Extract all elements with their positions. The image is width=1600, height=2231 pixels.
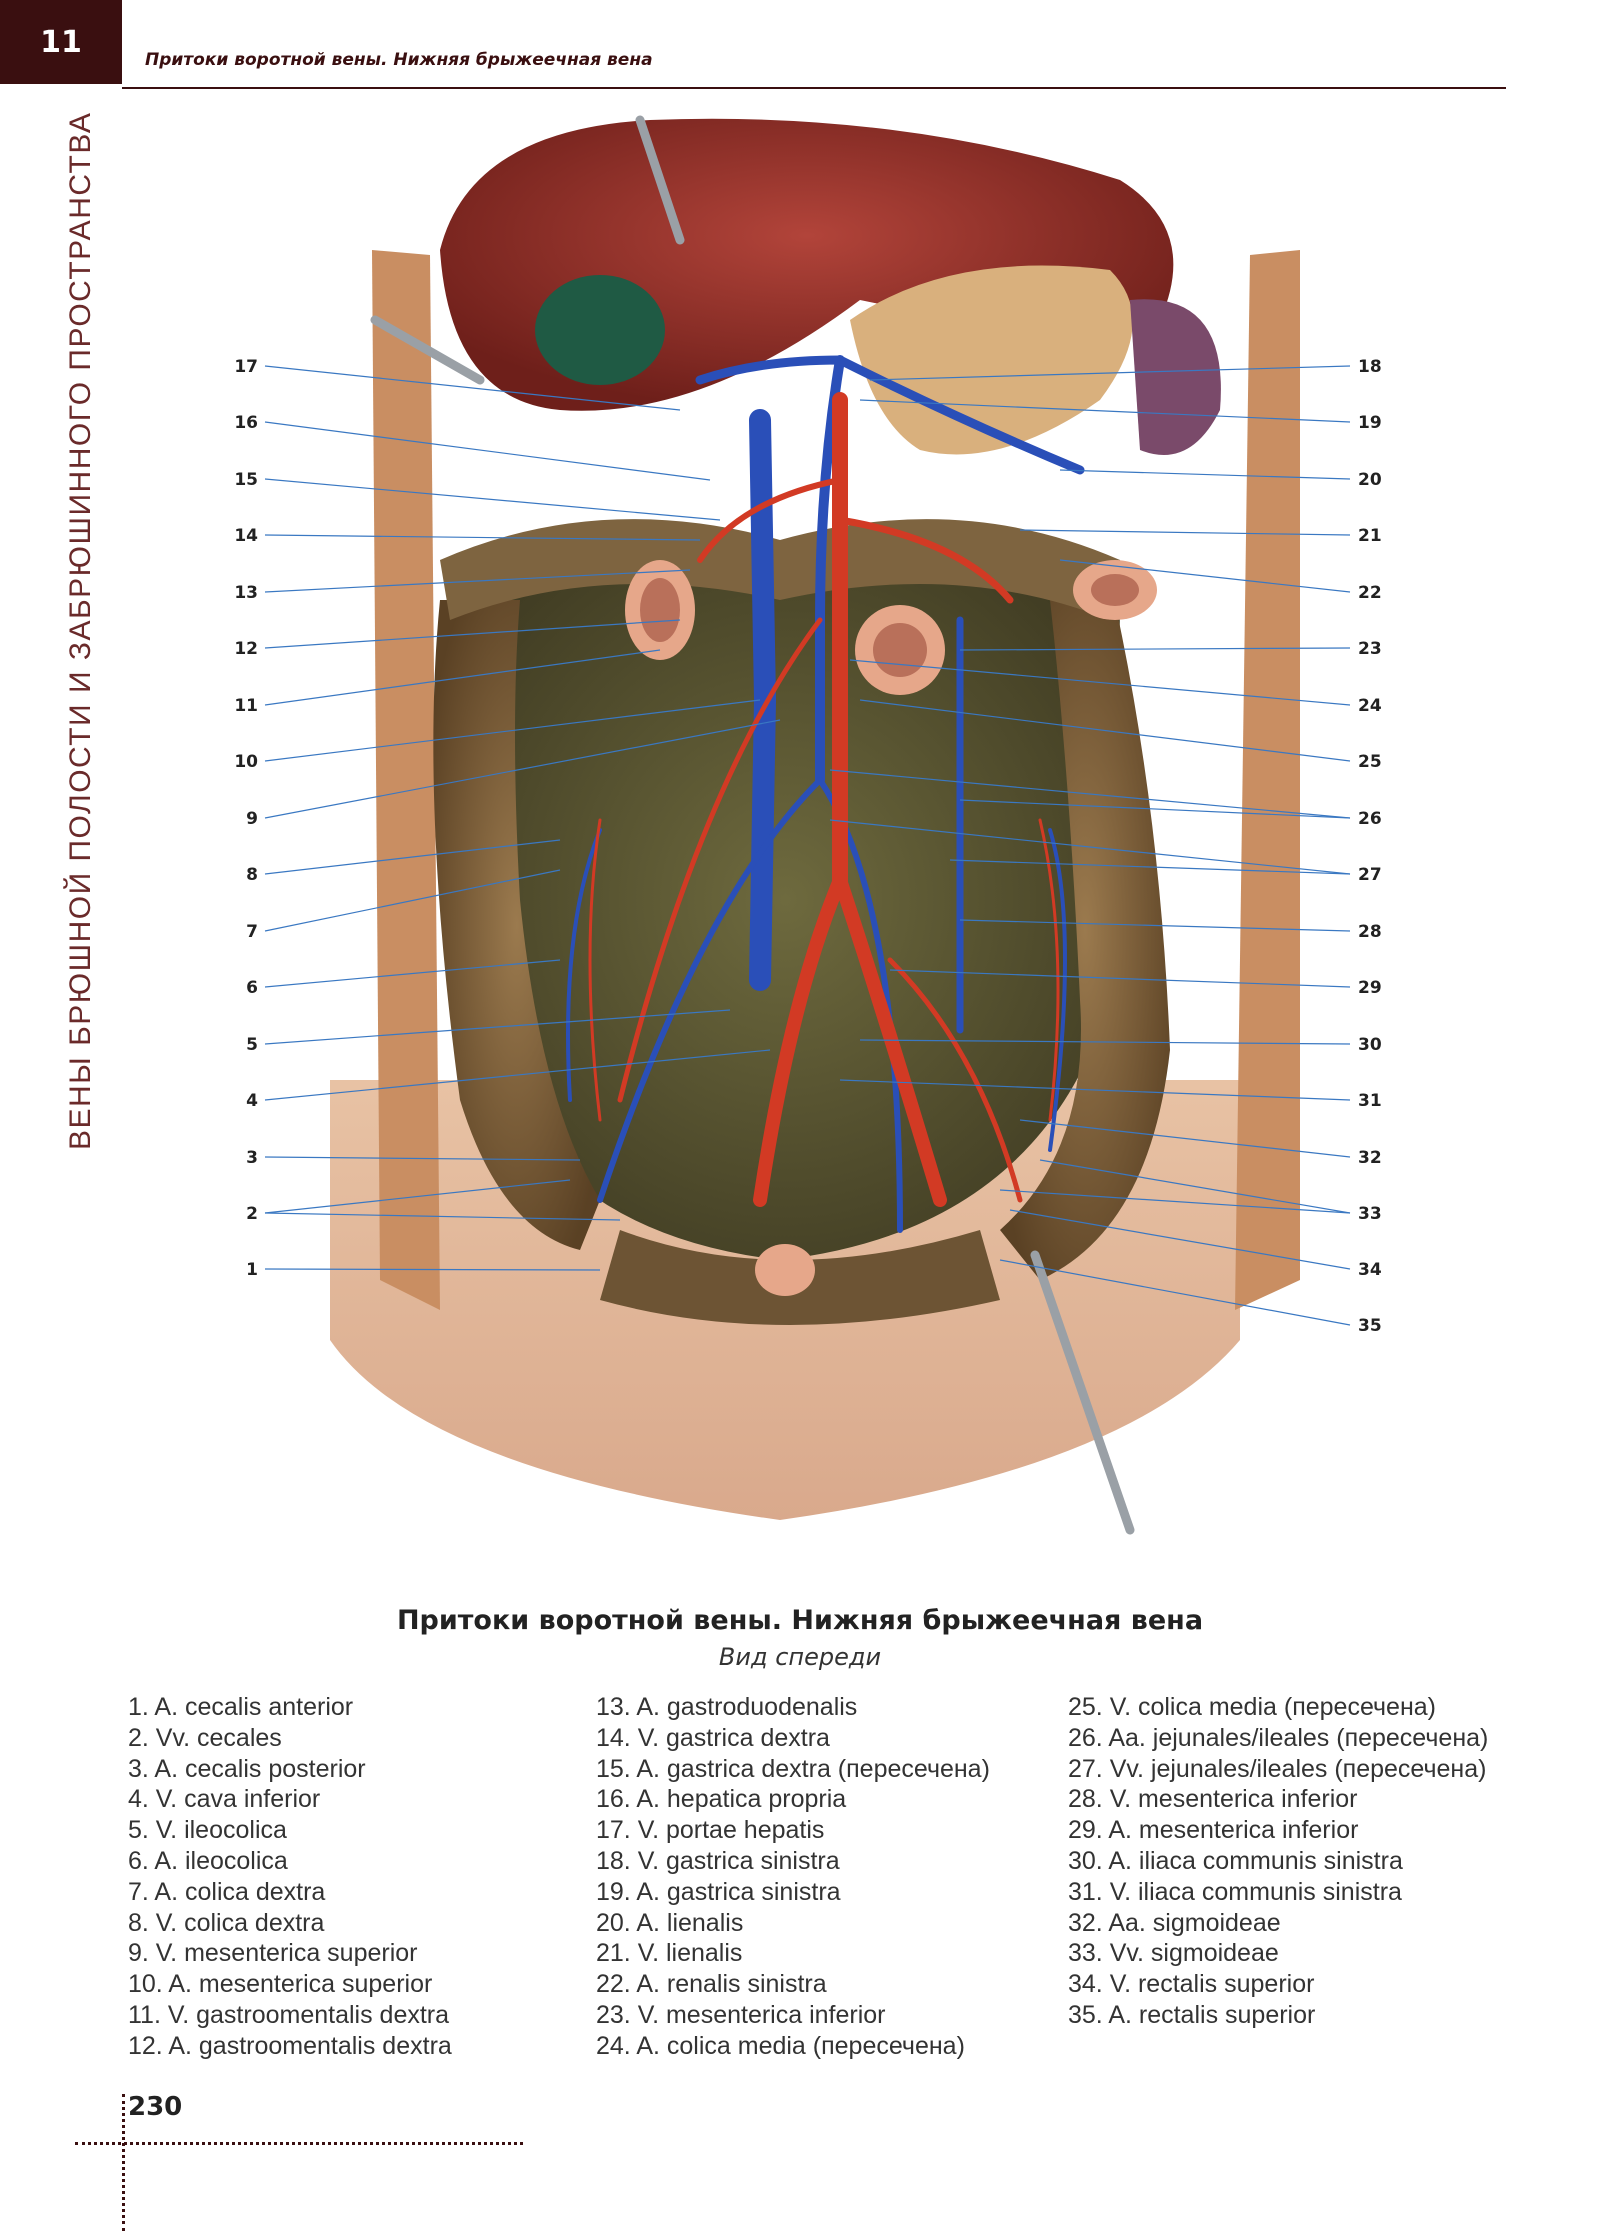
- legend-item: 19. A. gastrica sinistra: [596, 1877, 841, 1906]
- legend-item: 24. A. colica media (пересечена): [596, 2031, 965, 2060]
- callout-20: 20: [1358, 470, 1382, 490]
- callout-23: 23: [1358, 639, 1382, 659]
- legend-item: 8. V. colica dextra: [128, 1908, 325, 1937]
- legend-item: 33. Vv. sigmoideae: [1068, 1939, 1279, 1968]
- callout-8: 8: [246, 865, 258, 885]
- abdominal-wall-left: [372, 250, 440, 1310]
- ascending-colon: [433, 600, 600, 1250]
- callout-24: 24: [1358, 696, 1382, 716]
- stomach: [850, 265, 1133, 455]
- legend-item: 20. A. lienalis: [596, 1908, 744, 1937]
- legend-item: 4. V. cava inferior: [128, 1785, 321, 1814]
- retractor-instruments: [370, 115, 1135, 1535]
- callout-32: 32: [1358, 1148, 1382, 1168]
- legend-column-2: 13. A. gastroduodenalis 14. V. gastrica …: [596, 1692, 990, 2062]
- callout-34: 34: [1358, 1260, 1382, 1280]
- spleen: [1130, 299, 1221, 455]
- callout-3: 3: [246, 1148, 258, 1168]
- legend-item: 6. A. ileocolica: [128, 1846, 288, 1875]
- callout-28: 28: [1358, 922, 1382, 942]
- legend-column-3: 25. V. colica media (пересечена) 26. Aa.…: [1068, 1692, 1488, 2031]
- callout-labels-left: 17 16 15 14 13 12 11 10 9 8 7 6 5 4 3 2 …: [234, 357, 258, 1280]
- legend-item: 11. V. gastroomentalis dextra: [128, 2000, 450, 2029]
- callout-16: 16: [234, 413, 258, 433]
- callout-18: 18: [1358, 357, 1382, 377]
- callout-13: 13: [234, 583, 258, 603]
- transverse-colon: [440, 519, 1120, 620]
- callout-21: 21: [1358, 526, 1382, 546]
- abdominal-wall-right: [1235, 250, 1300, 1310]
- legend-item: 26. Aa. jejunales/ileales (пересечена): [1068, 1723, 1489, 1752]
- callout-2: 2: [246, 1204, 258, 1224]
- callout-30: 30: [1358, 1035, 1382, 1055]
- callout-12: 12: [234, 639, 258, 659]
- legend-item: 7. A. colica dextra: [128, 1877, 326, 1906]
- callout-15: 15: [234, 470, 258, 490]
- callout-26: 26: [1358, 809, 1382, 829]
- callout-29: 29: [1358, 978, 1382, 998]
- figure-caption: Притоки воротной вены. Нижняя брыжеечная…: [396, 1605, 1204, 1636]
- callout-1: 1: [246, 1260, 258, 1280]
- footer-dotted-margin: [122, 2094, 125, 2231]
- chapter-number: 11: [0, 0, 122, 84]
- callout-labels-right: 18 19 20 21 22 23 24 25 26 27 28 29 30 3…: [1358, 357, 1382, 1336]
- legend-item: 22. A. renalis sinistra: [596, 1970, 827, 1999]
- callout-25: 25: [1358, 752, 1382, 772]
- legend-item: 15. A. gastrica dextra (пересечена): [596, 1754, 990, 1783]
- callout-17: 17: [234, 357, 258, 377]
- leader-lines-left: [264, 365, 781, 1271]
- legend-item: 13. A. gastroduodenalis: [596, 1693, 858, 1721]
- running-header-title: Притоки воротной вены. Нижняя брыжеечная…: [145, 50, 653, 70]
- legend-item: 32. Aa. sigmoideae: [1068, 1908, 1281, 1937]
- callout-5: 5: [246, 1035, 258, 1055]
- anatomy-illustration: 17 16 15 14 13 12 11 10 9 8 7 6 5 4 3 2 …: [234, 115, 1382, 1535]
- legend-item: 9. V. mesenterica superior: [128, 1939, 418, 1968]
- page-number: 230: [128, 2092, 183, 2122]
- legend-item: 21. V. lienalis: [596, 1939, 743, 1968]
- callout-14: 14: [234, 526, 258, 546]
- callout-31: 31: [1358, 1091, 1382, 1111]
- legend-item: 16. A. hepatica propria: [596, 1785, 847, 1814]
- veins: [566, 355, 1085, 1233]
- legend-item: 12. A. gastroomentalis dextra: [128, 2031, 452, 2060]
- callout-19: 19: [1358, 413, 1382, 433]
- legend-item: 28. V. mesenterica inferior: [1068, 1785, 1358, 1814]
- legend-item: 30. A. iliaca communis sinistra: [1068, 1846, 1403, 1875]
- legend-item: 29. A. mesenterica inferior: [1068, 1816, 1359, 1845]
- callout-6: 6: [246, 978, 258, 998]
- legend-item: 3. A. cecalis posterior: [128, 1754, 366, 1783]
- legend-item: 25. V. colica media (пересечена): [1068, 1693, 1436, 1721]
- legend-item: 31. V. iliaca communis sinistra: [1068, 1877, 1402, 1906]
- legend-item: 14. V. gastrica dextra: [596, 1723, 830, 1752]
- legend-item: 34. V. rectalis superior: [1068, 1970, 1315, 1999]
- legend-column-1: 1. A. cecalis anterior 2. Vv. cecales 3.…: [128, 1692, 452, 2062]
- callout-33: 33: [1358, 1204, 1382, 1224]
- figure-subcaption: Вид спереди: [718, 1643, 882, 1671]
- legend-item: 18. V. gastrica sinistra: [596, 1846, 840, 1875]
- abdominal-cavity: [450, 540, 1120, 1260]
- callout-11: 11: [234, 696, 258, 716]
- callout-22: 22: [1358, 583, 1382, 603]
- arteries: [588, 392, 1060, 1207]
- callout-10: 10: [234, 752, 258, 772]
- descending-colon: [1000, 580, 1170, 1280]
- legend-item: 23. V. mesenterica inferior: [596, 2000, 886, 2029]
- callout-9: 9: [246, 809, 258, 829]
- legend-item: 17. V. portae hepatis: [596, 1816, 825, 1845]
- callout-4: 4: [246, 1091, 258, 1111]
- footer-dotted-rule: [75, 2142, 523, 2145]
- cut-bowel-ends: [625, 560, 1157, 1296]
- callout-7: 7: [246, 922, 258, 942]
- callout-27: 27: [1358, 865, 1382, 885]
- legend-item: 2. Vv. cecales: [128, 1723, 282, 1752]
- legend-item: 35. A. rectalis superior: [1068, 2000, 1316, 2029]
- header-rule: [122, 87, 1506, 89]
- legend-item: 5. V. ileocolica: [128, 1816, 287, 1845]
- legend-item: 1. A. cecalis anterior: [128, 1693, 354, 1721]
- legend-item: 27. Vv. jejunales/ileales (пересечена): [1068, 1754, 1487, 1783]
- legend-item: 10. A. mesenterica superior: [128, 1970, 433, 1999]
- leader-lines-right: [829, 365, 1351, 1326]
- callout-35: 35: [1358, 1316, 1382, 1336]
- gallbladder: [535, 275, 665, 385]
